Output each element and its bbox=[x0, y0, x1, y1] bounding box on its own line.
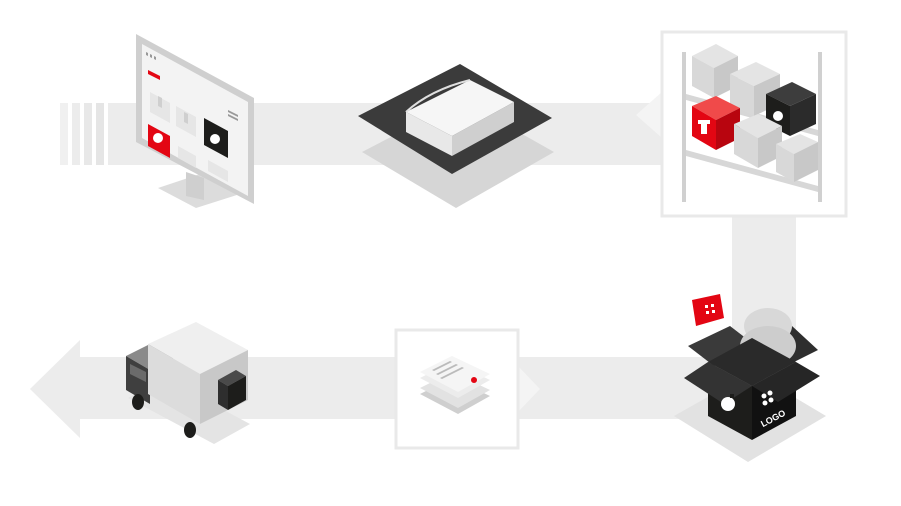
documents-panel bbox=[394, 328, 540, 450]
shelf-icon bbox=[682, 44, 822, 202]
warehouse-icon bbox=[358, 64, 554, 208]
flow-arrow-head bbox=[30, 340, 80, 438]
monitor-icon bbox=[136, 34, 254, 208]
documents-icon bbox=[420, 356, 490, 414]
truck-icon bbox=[126, 322, 250, 444]
storage-shelf-panel bbox=[636, 30, 848, 218]
box-icon: LOGO bbox=[674, 294, 826, 462]
